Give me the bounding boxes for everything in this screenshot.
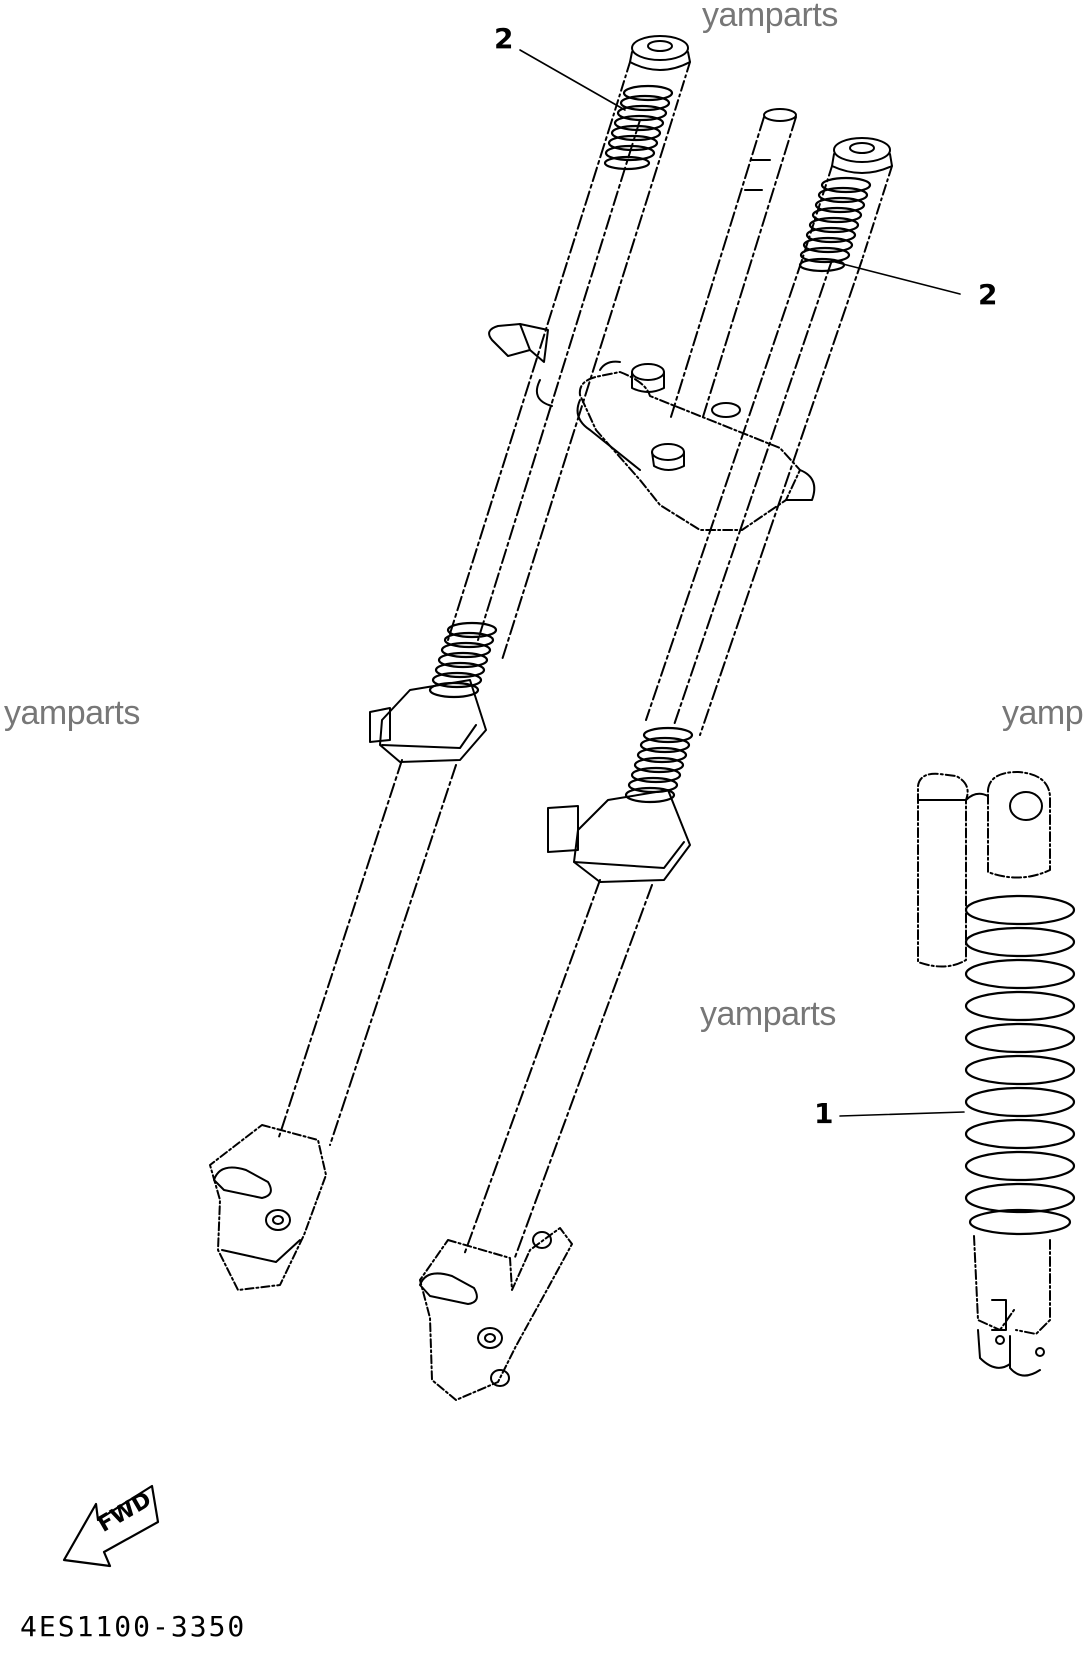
- watermark-text: yamparts: [700, 995, 836, 1033]
- diagram-part-code: 4ES1100-3350: [20, 1610, 247, 1643]
- leader-lines: [519, 49, 965, 1117]
- left-lower-spring: [428, 621, 498, 699]
- left-fork-leg: [209, 35, 691, 1291]
- watermark-text: yamparts: [702, 0, 838, 34]
- shock-spring: [964, 894, 1076, 1236]
- callout-fork-spring-right: 2: [978, 278, 998, 311]
- watermark-text: yamparts: [4, 694, 140, 732]
- left-upper-spring: [603, 84, 674, 171]
- right-lower-spring: [624, 726, 694, 804]
- callout-fork-spring-left: 2: [494, 22, 514, 55]
- right-fork-leg: [419, 137, 893, 1401]
- right-upper-spring: [798, 176, 872, 273]
- callout-shock-absorber: 1: [814, 1097, 834, 1130]
- watermark-text: yamp: [1002, 694, 1084, 732]
- rear-shock-absorber: [917, 771, 1076, 1377]
- steering-stem: [488, 108, 816, 531]
- fwd-arrow-icon: [62, 1484, 160, 1568]
